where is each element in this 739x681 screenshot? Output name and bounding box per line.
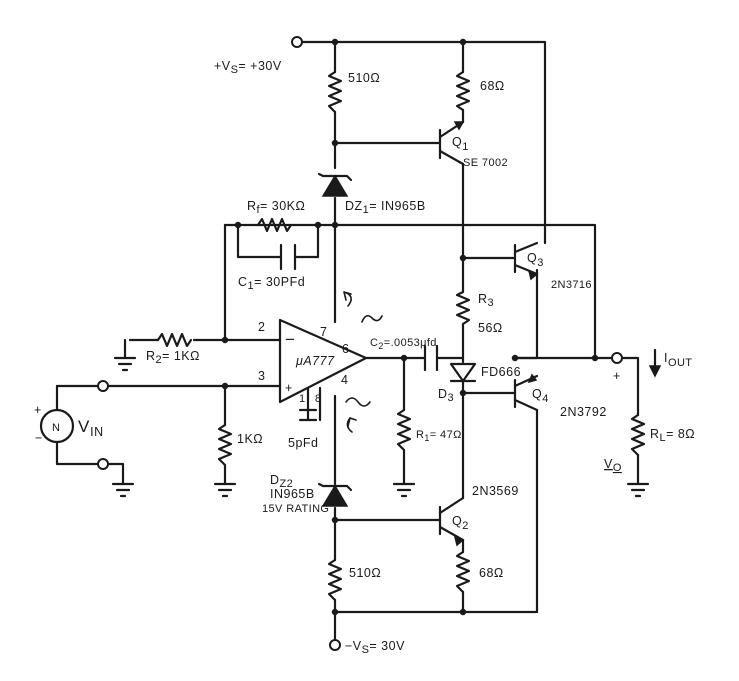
label-pin2: 2 xyxy=(258,320,265,334)
resistor-510-top xyxy=(327,70,343,114)
label-dz2: DZ2 xyxy=(270,473,293,490)
terminal-vin-bottom xyxy=(97,458,109,470)
label-pin4: 4 xyxy=(341,373,348,387)
label-rf: Rf= 30KΩ xyxy=(247,199,305,216)
label-c2: C2=.0053μfd xyxy=(370,337,437,351)
label-q4: Q4 xyxy=(532,387,549,405)
ground-r2 xyxy=(113,356,137,372)
label-out-plus: + xyxy=(613,369,621,383)
resistor-rl xyxy=(630,413,646,457)
label-r2: R2= 1KΩ xyxy=(146,349,200,366)
capacitor-c1 xyxy=(279,243,297,271)
opamp-triangle xyxy=(278,318,368,404)
resistor-510-bottom xyxy=(327,558,343,602)
swirl-arrow-bottom xyxy=(345,397,371,433)
ground-r1 xyxy=(392,482,416,498)
label-pin3: 3 xyxy=(258,369,265,383)
zener-dz2 xyxy=(317,482,353,507)
capacitor-5pf xyxy=(298,408,318,422)
label-pin1: 1 xyxy=(299,393,306,405)
label-r510-top: 510Ω xyxy=(348,71,380,85)
capacitor-c2 xyxy=(423,344,439,372)
transistor-q1 xyxy=(438,120,465,166)
transistor-q2 xyxy=(438,496,465,547)
terminal-output xyxy=(611,352,623,364)
label-r1: R1= 47Ω xyxy=(416,429,462,443)
label-pin6: 6 xyxy=(342,342,349,356)
label-opamp-plus: + xyxy=(285,381,293,395)
junction-dots xyxy=(221,38,599,616)
transistor-q3 xyxy=(513,241,539,281)
diode-d3 xyxy=(449,362,477,383)
label-r1k: 1KΩ xyxy=(237,432,263,446)
label-q4-part: 2N3792 xyxy=(560,405,607,419)
terminal-vin-top xyxy=(97,380,109,392)
zener-dz1 xyxy=(317,172,353,197)
label-pin7: 7 xyxy=(320,325,327,339)
label-vin-plus: + xyxy=(34,403,42,417)
resistor-1k xyxy=(217,423,233,467)
label-q2: Q2 xyxy=(452,514,469,532)
label-c5p: 5pFd xyxy=(288,436,319,450)
wiring xyxy=(55,40,640,642)
swirl-arrow-top xyxy=(343,291,383,323)
label-dz2-rating: 15V RATING xyxy=(262,503,329,515)
label-dz1: DZ1= IN965B xyxy=(345,199,426,216)
label-opamp-minus: − xyxy=(285,330,296,349)
label-q2-part: 2N3569 xyxy=(472,484,519,498)
ground-vin xyxy=(111,482,135,498)
label-vin-src: N xyxy=(52,422,60,434)
label-q3-part: 2N3716 xyxy=(551,279,592,291)
label-r3-val: 56Ω xyxy=(478,321,503,335)
terminal-vs-neg xyxy=(329,639,341,651)
label-q3: Q3 xyxy=(527,251,544,269)
label-r510-bot: 510Ω xyxy=(349,566,381,580)
label-vin-minus: − xyxy=(35,431,43,445)
transistor-q4 xyxy=(513,373,539,412)
terminal-vs-pos xyxy=(291,36,303,48)
label-c1: C1= 30PFd xyxy=(238,275,305,292)
resistor-r2 xyxy=(156,332,193,348)
label-r68-bot: 68Ω xyxy=(479,566,504,580)
ground-1k xyxy=(213,482,237,498)
label-iout: IOUT xyxy=(664,351,692,369)
vin-source xyxy=(39,408,75,444)
resistor-rf xyxy=(256,217,293,233)
label-vo: VO xyxy=(604,457,622,474)
ground-rl xyxy=(626,482,650,498)
label-opamp: μA777 xyxy=(295,354,335,368)
label-rl: RL= 8Ω xyxy=(650,427,695,444)
label-dz2-part: IN965B xyxy=(270,487,315,501)
label-r3: R3 xyxy=(478,292,494,309)
label-vs-neg: −VS= 30V xyxy=(345,639,405,656)
label-r68-top: 68Ω xyxy=(480,79,505,93)
resistor-68-bottom xyxy=(455,550,471,594)
label-pin8: 8 xyxy=(315,393,322,405)
label-d3: D3 xyxy=(438,387,454,404)
label-vin: VIN xyxy=(78,417,104,439)
resistor-r1 xyxy=(396,408,412,452)
label-d3-part: FD666 xyxy=(481,365,521,379)
label-q1: Q1 xyxy=(452,135,469,153)
resistor-68-top xyxy=(455,70,471,112)
resistor-r3 xyxy=(455,290,471,326)
iout-arrow xyxy=(648,348,662,378)
labels: +VS= +30V 510Ω 68Ω Q1 SE 7002 DZ1= IN965… xyxy=(34,59,695,656)
label-q1-part: SE 7002 xyxy=(463,157,508,169)
label-vs-pos: +VS= +30V xyxy=(214,59,282,76)
